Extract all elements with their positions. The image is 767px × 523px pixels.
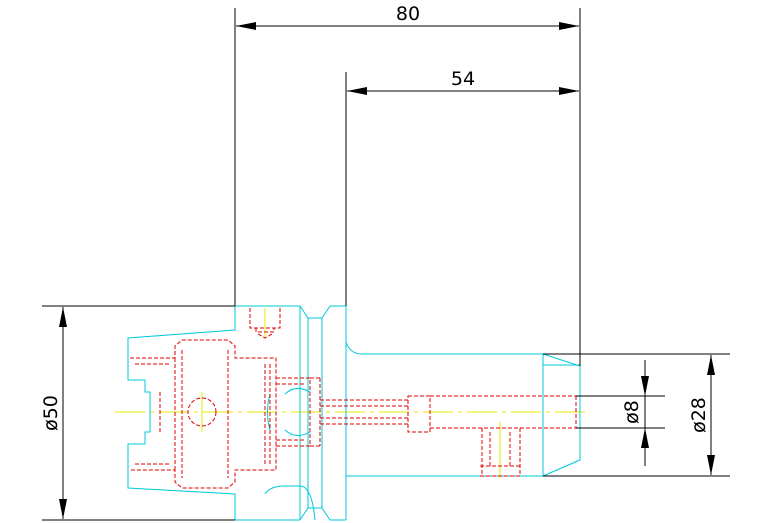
bottom-set-screw: [480, 428, 522, 477]
centerlines: [115, 308, 585, 478]
taper-body-outline: [127, 306, 236, 520]
outline: [127, 305, 581, 521]
dim-8-label: ø8: [621, 400, 643, 424]
hidden-features: [130, 308, 577, 489]
dim-80-label: 80: [396, 3, 420, 25]
dim-50-label: ø50: [40, 395, 62, 431]
dim-54-label: 54: [451, 68, 475, 90]
top-set-screw: [249, 308, 281, 339]
inner-cavity: [130, 339, 277, 489]
tip-outline: [542, 353, 581, 477]
inner-bore: [320, 399, 408, 425]
cross-hole: [187, 397, 217, 427]
dimensions: [42, 8, 730, 521]
dim-28-label: ø28: [688, 397, 710, 433]
shank-outline: [345, 310, 543, 355]
